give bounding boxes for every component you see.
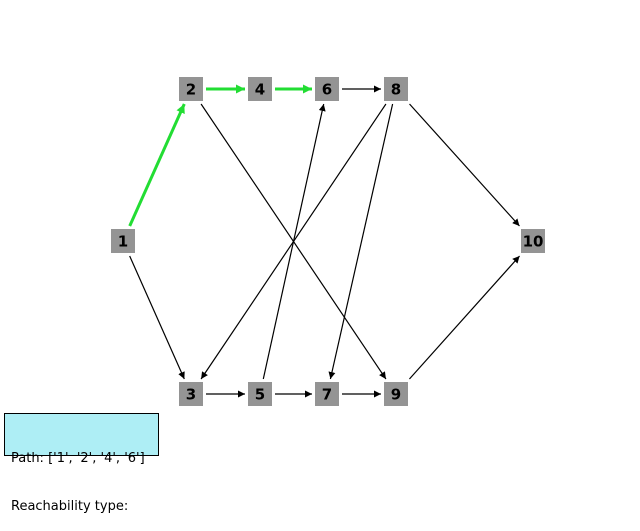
node-label: 8 — [391, 81, 401, 99]
node-label: 9 — [391, 386, 401, 404]
node-6: 6 — [315, 77, 339, 101]
node-8: 8 — [384, 77, 408, 101]
node-box — [384, 77, 408, 101]
edge-9-10 — [408, 255, 521, 380]
node-10: 10 — [521, 229, 545, 253]
reachability-text: Reachability type: — [11, 499, 133, 514]
node-box — [315, 382, 339, 406]
node-box — [315, 77, 339, 101]
node-5: 5 — [248, 382, 272, 406]
path-text: Path: ['1', '2', '4', '6'] — [11, 451, 145, 466]
node-label: 7 — [322, 386, 332, 404]
node-1: 1 — [111, 229, 135, 253]
node-9: 9 — [384, 382, 408, 406]
node-label: 5 — [255, 386, 265, 404]
node-box — [179, 77, 203, 101]
edge-1-2-highlighted — [128, 103, 186, 227]
node-box — [248, 382, 272, 406]
node-box — [111, 229, 135, 253]
edge-8-7 — [328, 103, 394, 380]
node-3: 3 — [179, 382, 203, 406]
node-4: 4 — [248, 77, 272, 101]
node-box — [179, 382, 203, 406]
node-box — [384, 382, 408, 406]
graph-canvas: 1 2 3 4 5 6 7 8 9 10 — [111, 77, 545, 406]
node-2: 2 — [179, 77, 203, 101]
node-box — [248, 77, 272, 101]
edge-8-10 — [409, 103, 520, 227]
node-label: 6 — [322, 81, 332, 99]
node-box — [521, 229, 545, 253]
path-info-box: Path: ['1', '2', '4', '6'] Reachability … — [4, 413, 159, 514]
node-label: 1 — [118, 233, 128, 251]
edges-layer — [128, 84, 521, 398]
node-7: 7 — [315, 382, 339, 406]
node-label: 3 — [186, 386, 196, 404]
node-label: 2 — [186, 81, 196, 99]
node-label: 10 — [523, 233, 544, 251]
edge-1-3 — [129, 255, 185, 380]
nodes-layer: 1 2 3 4 5 6 7 8 9 10 — [111, 77, 545, 406]
edge-8-3 — [200, 103, 387, 380]
node-label: 4 — [255, 81, 265, 99]
